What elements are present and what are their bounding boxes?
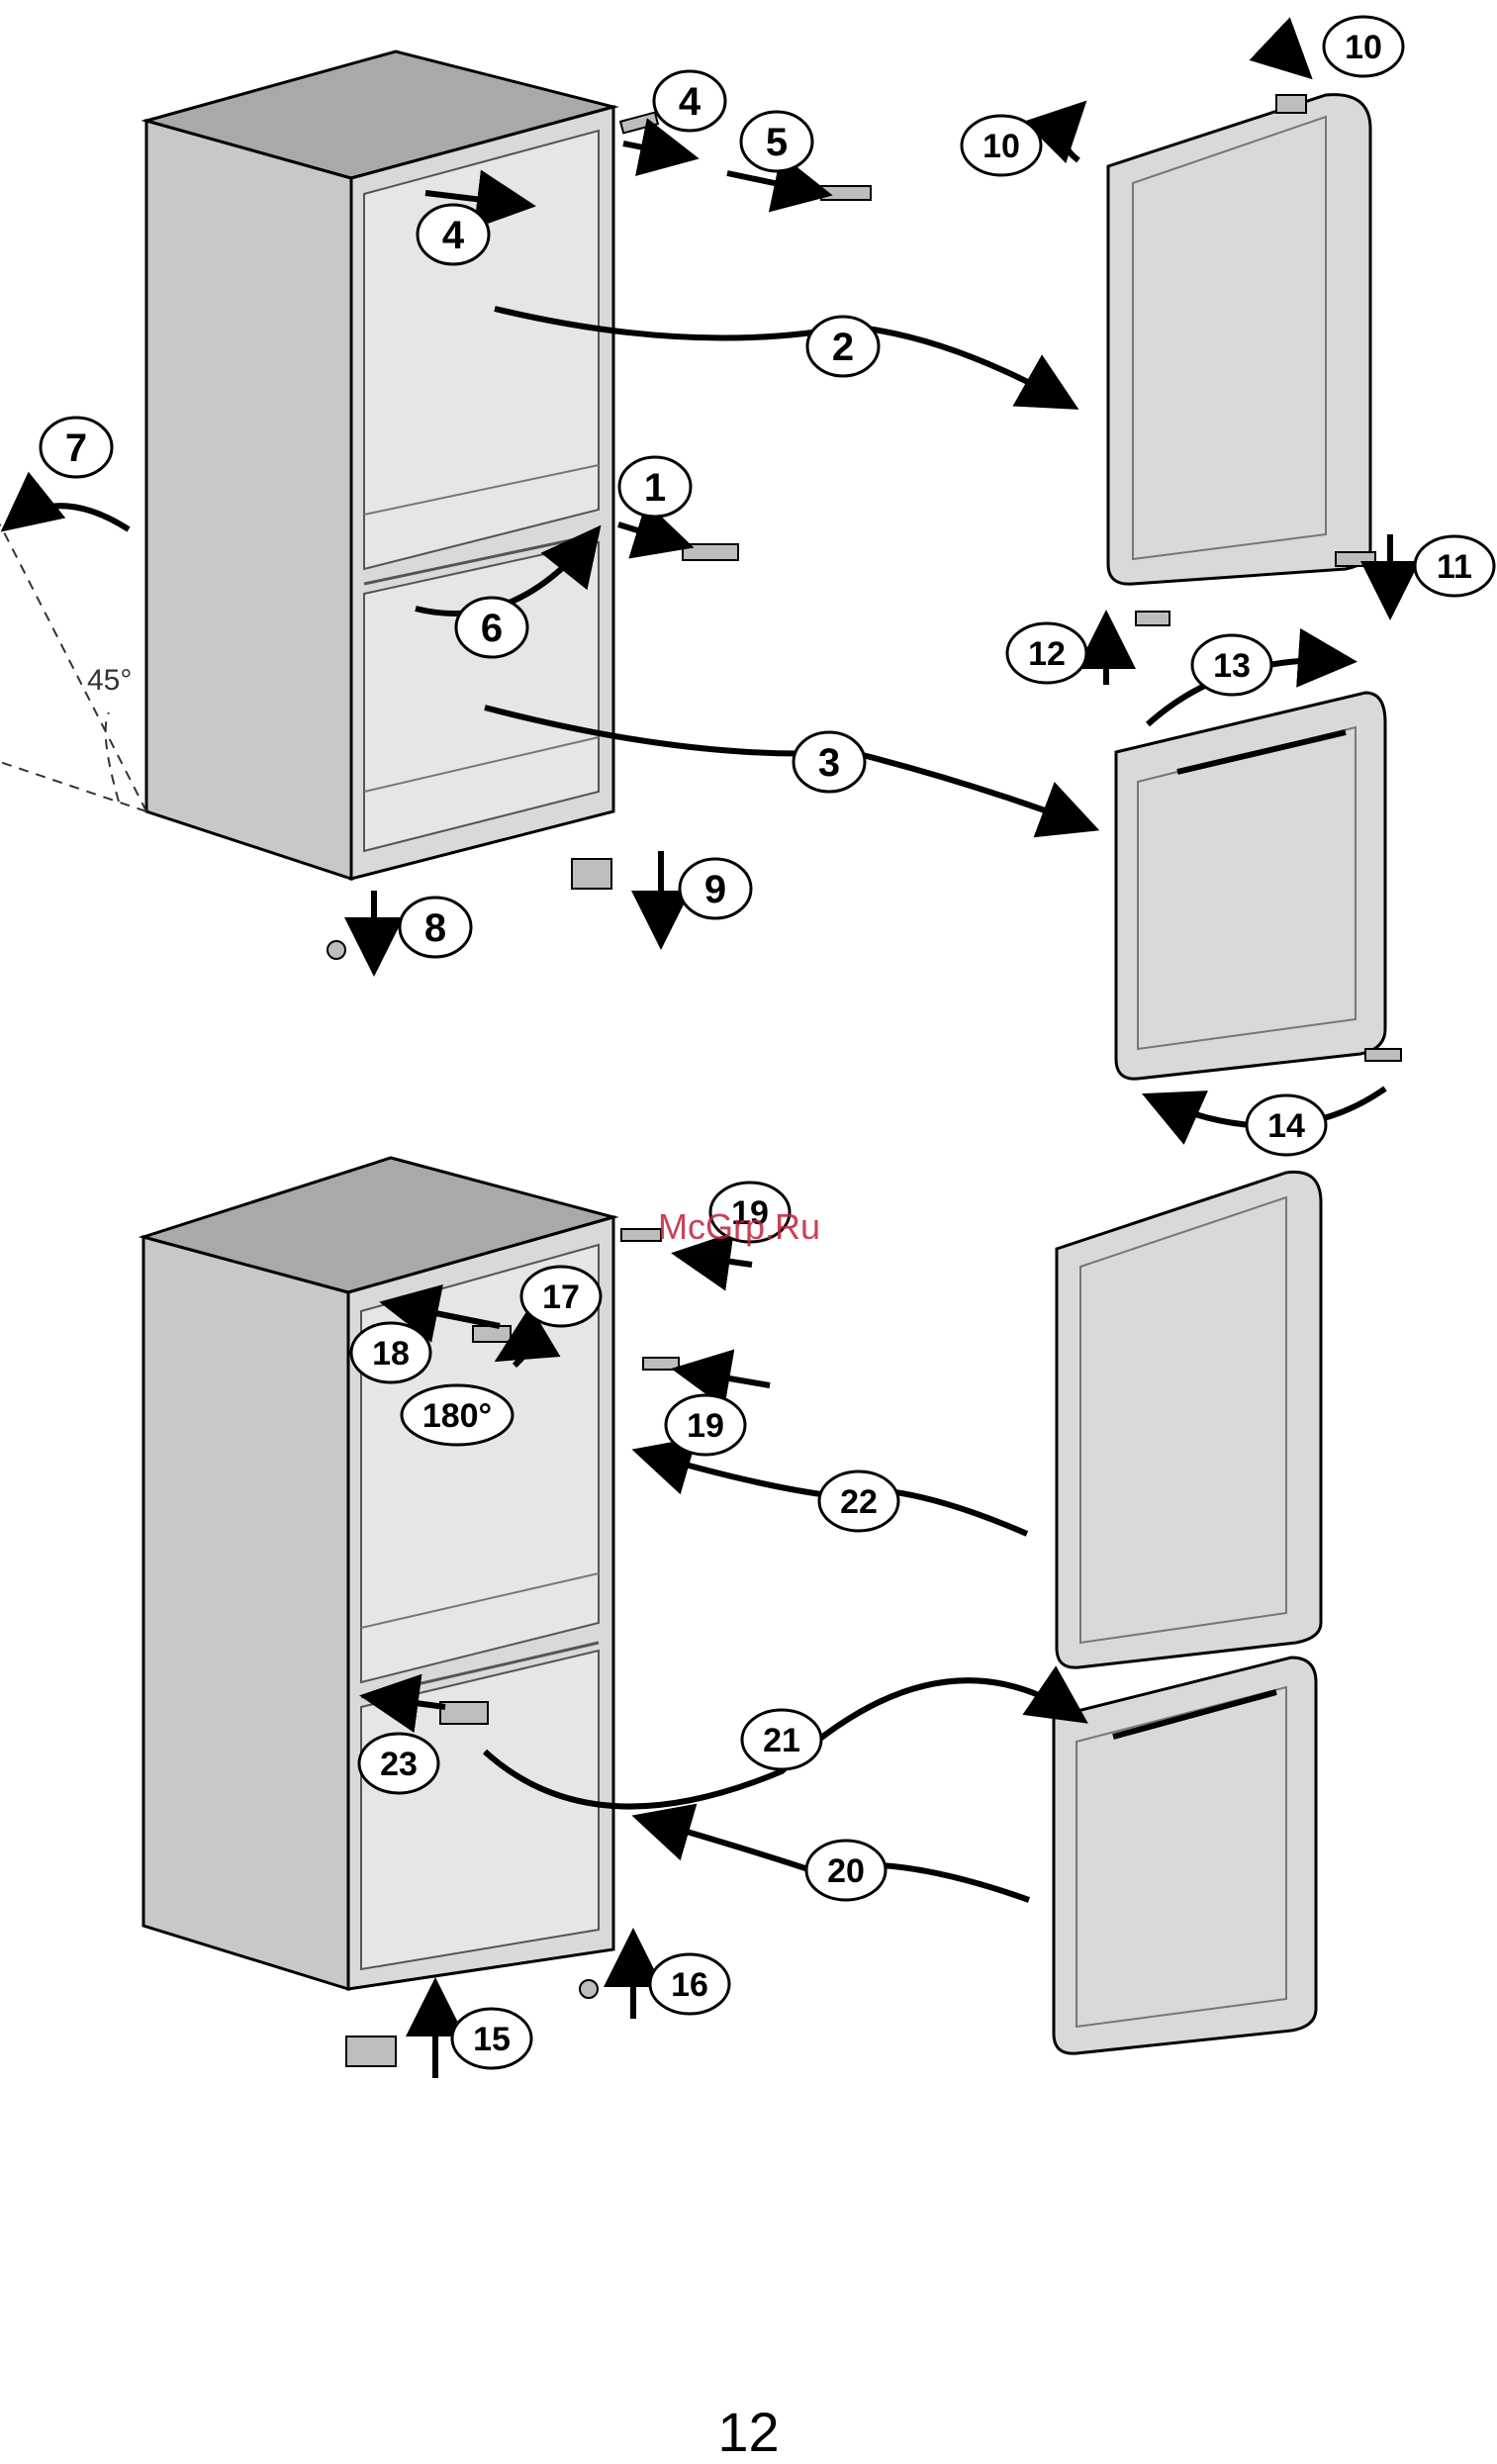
svg-text:5: 5 — [766, 121, 788, 164]
page-number: 12 — [0, 2400, 1497, 2464]
step-callout: 21 — [742, 1710, 821, 1769]
svg-text:6: 6 — [481, 607, 503, 650]
tilt-angle-label: 45° — [87, 664, 132, 697]
lower-upper-door — [1057, 1172, 1321, 1667]
step-callout: 8 — [400, 898, 471, 957]
step-callout: 6 — [456, 598, 527, 657]
svg-text:180°: 180° — [422, 1397, 492, 1435]
svg-text:10: 10 — [1345, 29, 1382, 66]
svg-text:18: 18 — [372, 1335, 410, 1373]
step-callout: 16 — [650, 1954, 729, 2014]
svg-text:16: 16 — [671, 1966, 708, 2004]
step-callout: 20 — [806, 1841, 886, 1900]
svg-text:9: 9 — [704, 868, 726, 911]
svg-text:17: 17 — [542, 1279, 580, 1316]
step-callout: 15 — [452, 2009, 531, 2068]
svg-text:4: 4 — [442, 214, 465, 257]
svg-text:8: 8 — [424, 906, 446, 950]
step-callout: 4 — [654, 71, 725, 131]
svg-text:3: 3 — [818, 741, 840, 785]
step-callout: 11 — [1415, 536, 1494, 596]
step-callout: 2 — [807, 317, 879, 376]
svg-text:14: 14 — [1267, 1107, 1305, 1145]
step-callout: 18 — [351, 1323, 430, 1382]
svg-text:21: 21 — [763, 1722, 800, 1759]
svg-text:1: 1 — [644, 466, 666, 510]
svg-text:4: 4 — [679, 80, 702, 124]
step-callout: 10 — [1324, 17, 1403, 76]
svg-text:2: 2 — [832, 326, 854, 369]
step-callout: 23 — [359, 1734, 438, 1793]
svg-text:11: 11 — [1437, 548, 1472, 586]
svg-text:7: 7 — [65, 426, 87, 470]
svg-text:23: 23 — [380, 1746, 418, 1783]
step-callout: 9 — [680, 859, 751, 918]
step-callout: 10 — [962, 116, 1041, 175]
step-callout: 19 — [666, 1395, 745, 1455]
svg-text:15: 15 — [473, 2021, 511, 2058]
step-callout: 1 — [619, 457, 691, 517]
step-callout: 4 — [418, 205, 489, 264]
step-callout: 5 — [741, 112, 812, 171]
watermark: McGrp.Ru — [658, 1206, 820, 1247]
svg-text:19: 19 — [687, 1407, 724, 1445]
step-callout: 13 — [1192, 635, 1271, 695]
lower-lower-door — [1054, 1658, 1316, 2053]
step-callout: 14 — [1247, 1095, 1326, 1155]
step-callout: 22 — [819, 1471, 898, 1531]
step-callout: 3 — [794, 732, 865, 792]
svg-text:10: 10 — [982, 128, 1020, 165]
step-callout: 12 — [1007, 623, 1086, 683]
upper-fridge-body — [146, 51, 613, 879]
upper-upper-door — [1108, 95, 1370, 585]
step-callout: 7 — [41, 418, 112, 477]
rotation-callout: 180° — [402, 1385, 513, 1445]
upper-lower-door — [1116, 693, 1385, 1079]
svg-text:13: 13 — [1213, 647, 1251, 685]
svg-text:12: 12 — [1028, 635, 1066, 673]
svg-text:20: 20 — [827, 1852, 865, 1890]
step-callout: 17 — [521, 1267, 601, 1326]
svg-text:22: 22 — [840, 1483, 878, 1521]
